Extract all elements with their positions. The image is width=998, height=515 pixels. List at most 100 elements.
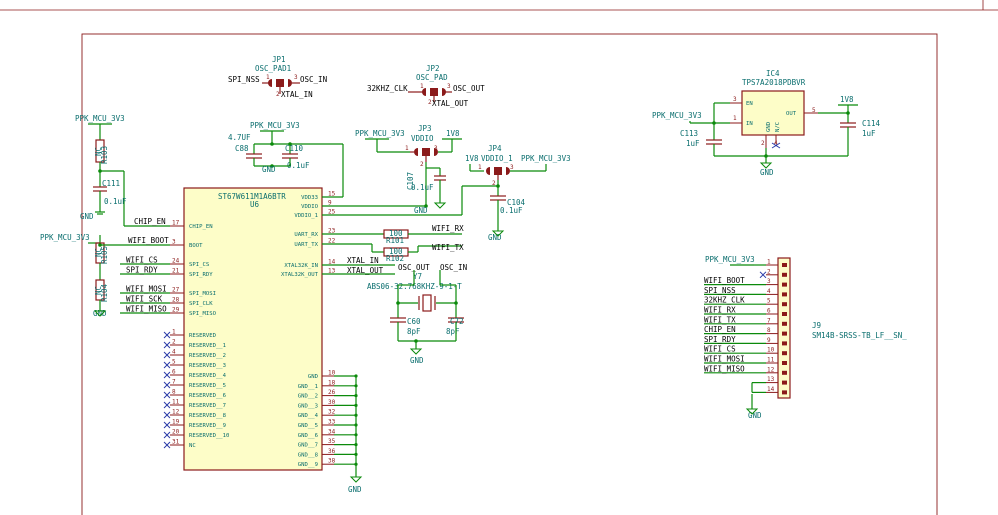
u6-pin-name: GND__1 bbox=[298, 384, 318, 390]
jumper-jp4-section: JP4 VDDIO_1 1V8 PPK_MCU_3V3 1 3 2 C104 0… bbox=[322, 144, 571, 242]
no-connect-mark bbox=[163, 391, 171, 399]
power-label-ppk-6: PPK_MCU_3V3 bbox=[652, 111, 702, 120]
u6-reserved-pin-name: RESERVED__1 bbox=[189, 343, 226, 349]
ic4-num-nc: 4 bbox=[774, 140, 778, 147]
gnd-label-ic4: GND bbox=[760, 168, 774, 177]
u6-left-net: SPI_RDY bbox=[126, 266, 158, 275]
u6-pin-number: 13 bbox=[328, 268, 336, 275]
u6-pin-name: XTAL32K_IN bbox=[284, 263, 318, 269]
u6-pin-number: 15 bbox=[328, 191, 336, 198]
ic4-pin-gnd: GND bbox=[766, 121, 772, 132]
j9-contact bbox=[782, 370, 787, 375]
junction-dot bbox=[354, 423, 358, 427]
j9-pin-number: 12 bbox=[767, 366, 775, 373]
u6-reserved-pin-name: RESERVED__9 bbox=[189, 423, 226, 429]
jp4-value: VDDIO_1 bbox=[481, 154, 513, 163]
ic-u6[interactable]: ST67W611M1A6BTR U6 17CHIP_EN3BOOT24SPI_C… bbox=[120, 187, 336, 471]
j9-net: WIFI_MISO bbox=[704, 364, 745, 373]
r105-ref: R105 bbox=[100, 246, 109, 264]
ic4-value: TPS7A2018PDBVR bbox=[742, 78, 806, 87]
jp4-pin3: 3 bbox=[510, 164, 514, 171]
j9-contact bbox=[782, 263, 787, 267]
u6-pin-number: 3 bbox=[172, 239, 176, 246]
no-connect-mark bbox=[759, 271, 767, 279]
c111-ref: C111 bbox=[102, 179, 120, 188]
jp4-pin2: 2 bbox=[492, 180, 496, 187]
jp2-net-bottom: XTAL_OUT bbox=[432, 99, 469, 108]
j9-body[interactable] bbox=[777, 257, 791, 399]
jumper-jp2[interactable]: JP2 OSC_PAD 32KHZ_CLK 1 3 OSC_OUT 2 XTAL… bbox=[367, 64, 485, 108]
power-label-1v8-1: 1V8 bbox=[446, 129, 460, 138]
ground-symbol bbox=[349, 476, 363, 483]
j9-net: WIFI_CS bbox=[704, 345, 736, 354]
c111-value: 0.1uF bbox=[104, 197, 127, 206]
u6-body[interactable] bbox=[183, 187, 323, 471]
no-connect-mark bbox=[163, 371, 171, 379]
u6-pin-number: 27 bbox=[172, 287, 180, 294]
u6-pin-name: GND__9 bbox=[298, 462, 318, 468]
u6-pin-name: SPI_RDY bbox=[189, 272, 213, 278]
j9-contact bbox=[782, 292, 787, 297]
no-connect-mark bbox=[163, 411, 171, 419]
jumper-jp3[interactable] bbox=[414, 148, 418, 156]
u6-ref: U6 bbox=[250, 200, 260, 209]
power-label-ppk-5: PPK_MCU_3V3 bbox=[521, 154, 571, 163]
ground-symbol bbox=[759, 162, 773, 169]
j9-pin-number: 14 bbox=[767, 386, 775, 393]
r104-ref: R104 bbox=[100, 283, 109, 302]
u6-pin-name: GND__3 bbox=[298, 403, 318, 409]
ic-ic4[interactable]: IC4 TPS7A2018PDBVR EN IN OUT GND N/C 3 1… bbox=[730, 69, 818, 149]
jp2-pin1: 1 bbox=[420, 83, 424, 90]
u6-pin-name: UART_TX bbox=[294, 242, 318, 248]
crystal-y7[interactable]: OSC_OUT OSC_IN Y7 ABS06-32.768KHZ-9-1-T … bbox=[367, 263, 467, 365]
u6-reserved-pin-number: 7 bbox=[172, 379, 176, 386]
y7-value: ABS06-32.768KHZ-9-1-T bbox=[367, 282, 462, 291]
ic4-pin-out: OUT bbox=[786, 111, 797, 117]
u6-reserved-pin-number: 12 bbox=[172, 409, 180, 416]
u6-pin-number: 29 bbox=[172, 307, 180, 314]
j9-net: WIFI_TX bbox=[704, 315, 736, 324]
j9-pins: 123WIFI_BOOT4SPI_NSS532KHZ_CLK6WIFI_RX7W… bbox=[704, 259, 787, 395]
jumper-jp4[interactable] bbox=[486, 167, 490, 175]
u6-reserved-pin-name: RESERVED__6 bbox=[189, 393, 226, 399]
u6-pin-name: GND__5 bbox=[298, 423, 318, 429]
j9-pin-number: 13 bbox=[767, 376, 775, 383]
net-wifi-tx: WIFI_TX bbox=[432, 243, 464, 252]
u6-pin-name: GND__2 bbox=[298, 394, 318, 400]
u6-pin-number: 25 bbox=[328, 209, 336, 216]
r102-ref: R102 bbox=[386, 254, 404, 263]
u6-reserved-pin-number: 4 bbox=[172, 349, 176, 356]
j9-net: CHIP_EN bbox=[704, 325, 736, 334]
y7-net-right: OSC_IN bbox=[440, 263, 467, 272]
u6-pin-number: 10 bbox=[328, 370, 336, 377]
u6-pin-number: 33 bbox=[328, 419, 336, 426]
u6-pin-number: 26 bbox=[328, 389, 336, 396]
no-connect-mark bbox=[163, 441, 171, 449]
u6-pin-number: 22 bbox=[328, 238, 336, 245]
ic4-body[interactable] bbox=[741, 90, 805, 136]
u6-pin-name: GND__6 bbox=[298, 433, 318, 439]
u6-pin-name: XTAL32K_OUT bbox=[281, 272, 319, 278]
c107-ref: C107 bbox=[406, 172, 415, 190]
gnd-label-c107: GND bbox=[414, 206, 428, 215]
connector-j9[interactable]: PPK_MCU_3V3 J9 SM14B-SRSS-TB_LF__SN_ 123… bbox=[704, 255, 907, 420]
j9-net: SPI_NSS bbox=[704, 286, 736, 295]
jp1-net-bottom: XTAL_IN bbox=[281, 90, 313, 99]
gnd-label-c111: GND bbox=[80, 212, 94, 221]
u6-pin-name: GND bbox=[308, 374, 319, 380]
u6-reserved-pins: 1RESERVED2RESERVED__14RESERVED__25RESERV… bbox=[163, 329, 229, 449]
j9-contact bbox=[782, 380, 787, 385]
j9-contact bbox=[782, 361, 787, 365]
u6-pin-number: 14 bbox=[328, 259, 336, 266]
gnd-label-u6: GND bbox=[348, 485, 362, 494]
j9-contact bbox=[782, 321, 787, 326]
u6-pin-name: SPI_CLK bbox=[189, 301, 213, 307]
y7-ref: Y7 bbox=[413, 272, 422, 281]
c114-ref: C114 bbox=[862, 119, 881, 128]
jp1-value: OSC_PAD1 bbox=[255, 64, 291, 73]
ground-symbol bbox=[93, 310, 107, 317]
u6-pin-number: 36 bbox=[328, 448, 336, 455]
u6-reserved-pin-number: 6 bbox=[172, 369, 176, 376]
jumper-jp1[interactable]: JP1 OSC_PAD1 SPI_NSS 1 3 OSC_IN 2 XTAL_I… bbox=[228, 55, 327, 99]
